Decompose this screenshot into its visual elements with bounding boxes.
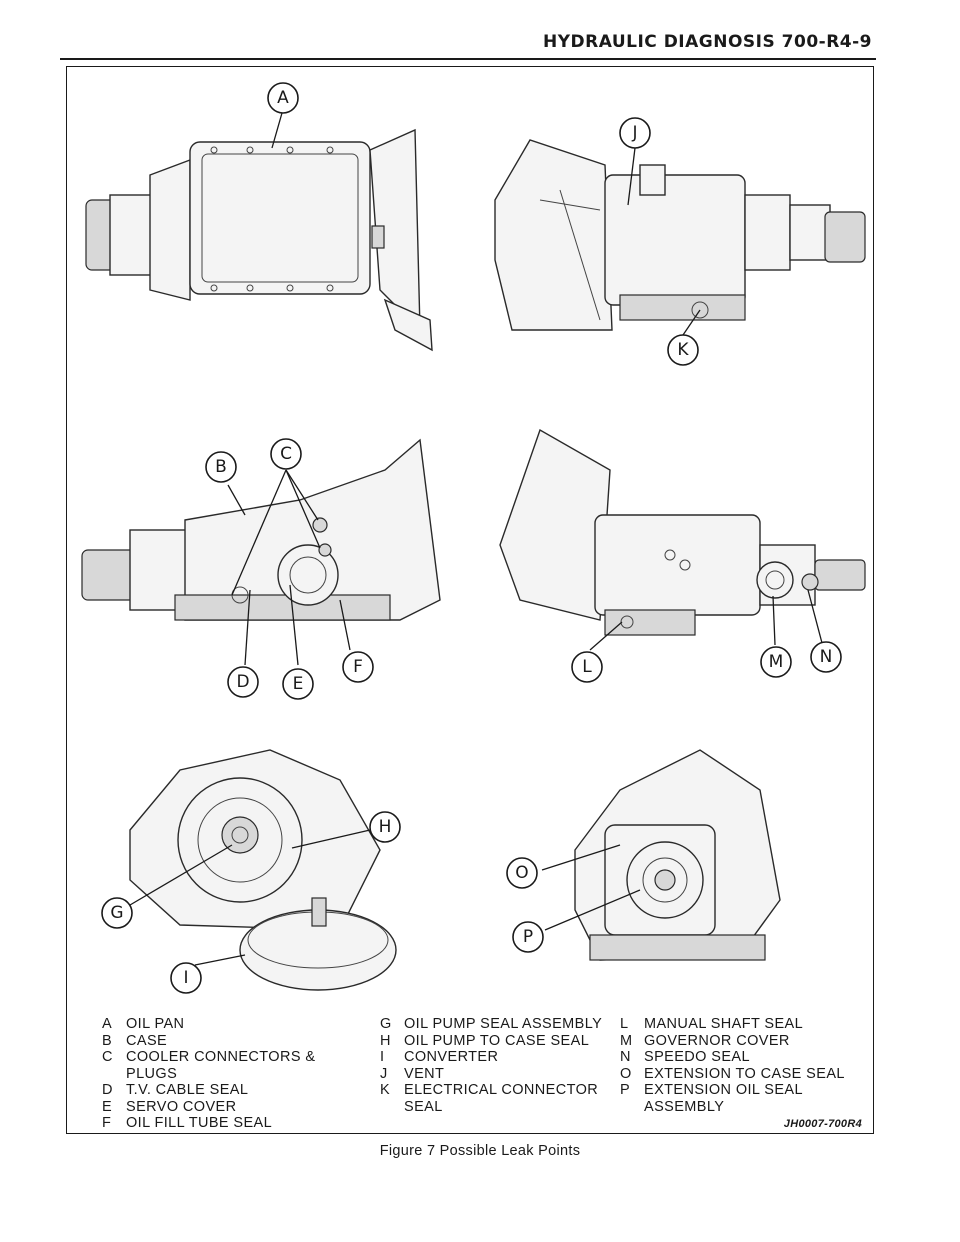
callout-i: I: [170, 962, 202, 994]
callout-p: P: [512, 921, 544, 953]
legend-item: PLUGS: [126, 1065, 178, 1082]
callout-n: N: [810, 641, 842, 673]
rear-extension-view: [574, 749, 781, 961]
svg-text:L: L: [582, 657, 592, 677]
callout-o: O: [506, 857, 538, 889]
svg-text:C: C: [280, 444, 292, 464]
transmission-side-view-right: [494, 139, 866, 331]
page-header: HYDRAULIC DIAGNOSIS 700-R4-9: [60, 30, 876, 60]
bell-housing-and-converter: [129, 749, 397, 991]
legend-item: SEAL: [404, 1098, 443, 1115]
svg-text:P: P: [523, 927, 533, 947]
callout-j: J: [619, 117, 651, 149]
figure-frame: [66, 66, 874, 1134]
svg-text:M: M: [769, 652, 784, 672]
svg-text:O: O: [515, 863, 528, 883]
callout-a: A: [267, 82, 299, 114]
callout-c: C: [270, 438, 302, 470]
transmission-side-view-governor: [499, 428, 866, 636]
svg-text:N: N: [820, 647, 833, 667]
svg-text:H: H: [379, 817, 392, 837]
svg-text:D: D: [236, 672, 249, 692]
callout-b: B: [205, 451, 237, 483]
svg-text:A: A: [277, 88, 289, 108]
transmission-bottom-view: [85, 128, 433, 352]
svg-text:J: J: [631, 123, 637, 143]
transmission-side-view-left: [81, 438, 441, 621]
svg-text:I: I: [183, 968, 188, 988]
callout-g: G: [101, 897, 133, 929]
svg-text:G: G: [110, 903, 123, 923]
callout-e: E: [282, 668, 314, 700]
callout-k: K: [667, 334, 699, 366]
callout-f: F: [342, 651, 374, 683]
leader-lines: [129, 112, 823, 966]
svg-text:E: E: [293, 674, 304, 694]
header-title: HYDRAULIC DIAGNOSIS 700-R4-9: [542, 32, 872, 52]
legend-item: ASSEMBLY: [644, 1098, 725, 1115]
svg-text:K: K: [677, 340, 689, 360]
callout-l: L: [571, 651, 603, 683]
callout-m: M: [760, 646, 792, 678]
svg-text:F: F: [353, 657, 363, 677]
figure-caption: Figure 7 Possible Leak Points: [379, 1143, 581, 1159]
figure-code: JH0007-700R4: [783, 1118, 862, 1130]
svg-text:B: B: [215, 457, 227, 477]
callout-h: H: [369, 811, 401, 843]
callout-d: D: [227, 666, 259, 698]
